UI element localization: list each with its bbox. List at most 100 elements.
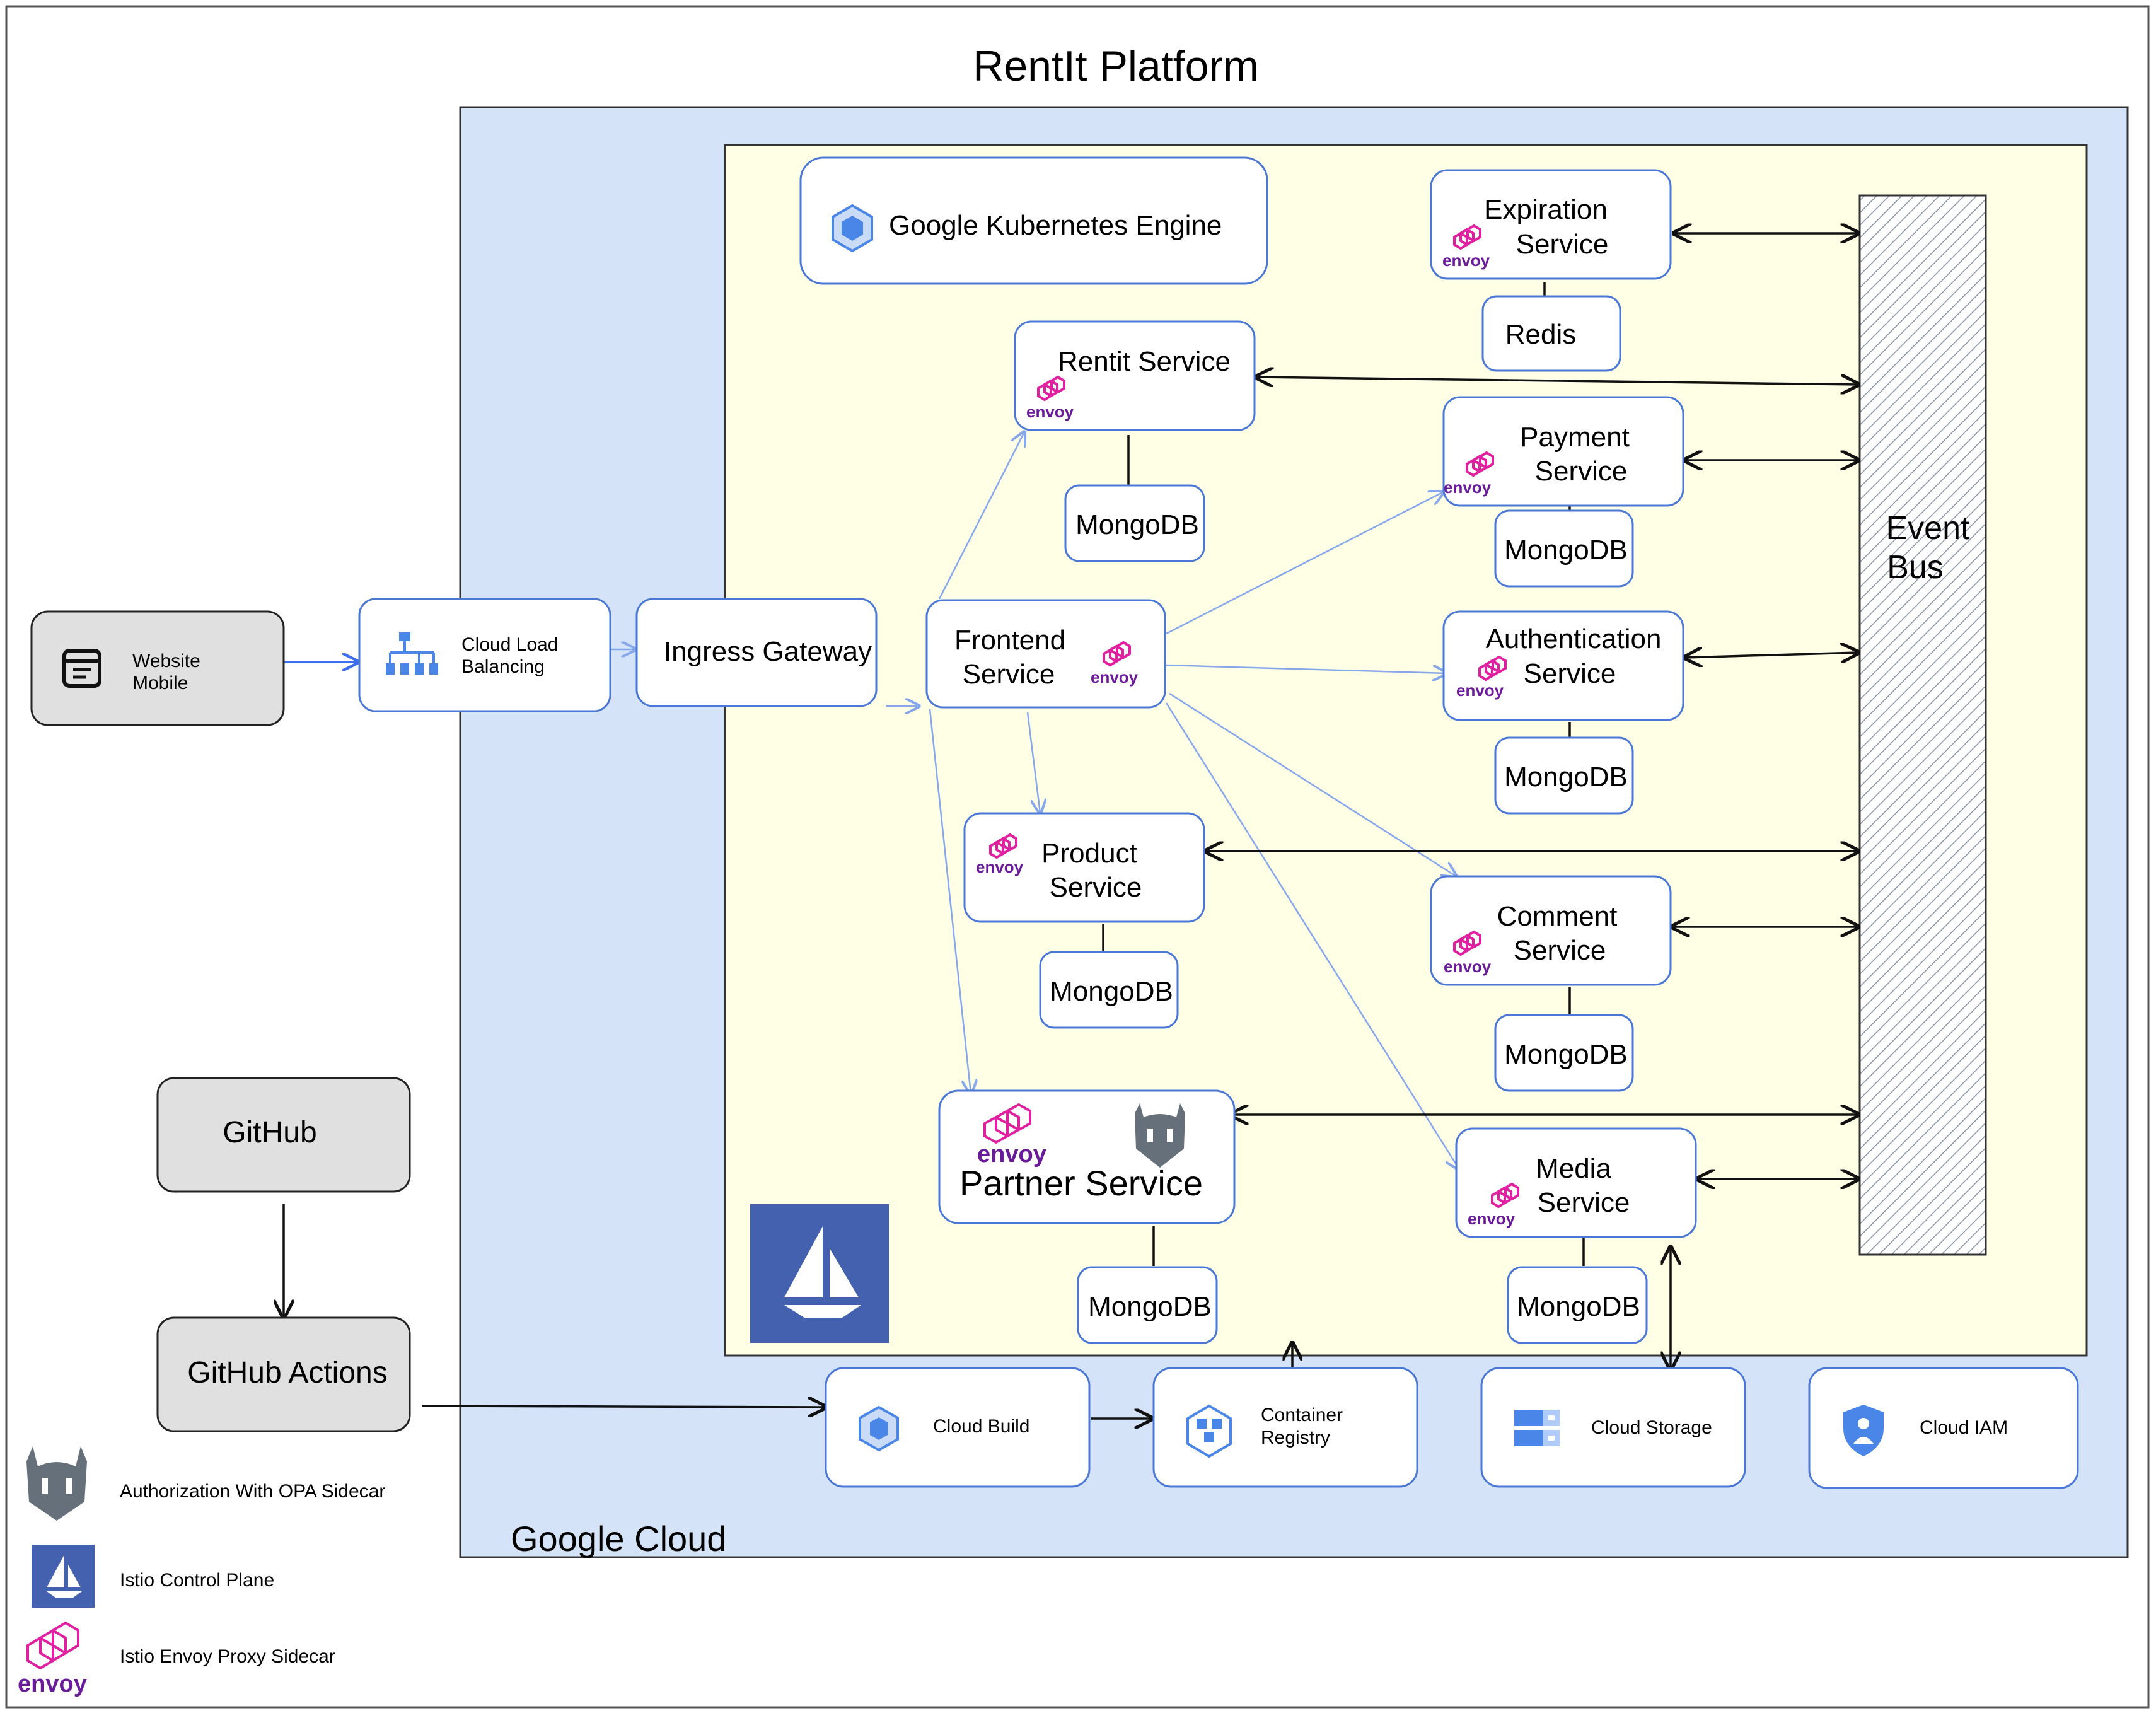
auth-label-line1: Authentication — [1486, 624, 1662, 654]
cloud-storage-node[interactable]: Cloud Storage — [1480, 1367, 1746, 1488]
gke-node[interactable]: Google Kubernetes Engine — [799, 156, 1268, 285]
cloud-iam-label: Cloud IAM — [1920, 1417, 2008, 1438]
edge-frontend-product — [1026, 712, 1040, 813]
mongodb-label: MongoDB — [1075, 509, 1199, 540]
mongodb-box[interactable] — [1039, 951, 1179, 1029]
redis-label: Redis — [1505, 319, 1577, 350]
container-registry-label-line1: Container — [1261, 1405, 1343, 1425]
mongodb-label: MongoDB — [1504, 762, 1628, 792]
auth-db-node[interactable]: MongoDB — [1494, 736, 1634, 815]
expiration-service-box[interactable] — [1430, 169, 1672, 280]
ingress-gateway-box[interactable] — [635, 598, 878, 707]
partner-service-node[interactable]: envoy Partner Service — [938, 1089, 1236, 1224]
cloud-storage-icon — [1514, 1410, 1560, 1446]
auth-label-line2: Service — [1524, 658, 1616, 689]
envoy-text: envoy — [18, 1671, 87, 1697]
rentit-service-box[interactable] — [1014, 320, 1256, 431]
authentication-service-box[interactable] — [1442, 610, 1684, 721]
istio-icon — [32, 1545, 95, 1608]
event-bus — [1858, 194, 1987, 1256]
container-registry-node[interactable]: Container Registry — [1152, 1367, 1418, 1488]
media-label-line2: Service — [1538, 1187, 1630, 1218]
edge-frontend-payment — [1166, 492, 1444, 635]
bus-edges — [284, 233, 1858, 1419]
cloud-iam-box[interactable] — [1808, 1367, 2079, 1489]
comment-service-box[interactable] — [1430, 875, 1672, 986]
mongodb-box[interactable] — [1494, 1014, 1634, 1092]
edge-frontend-rentit — [938, 432, 1024, 600]
ingress-gateway-node[interactable]: Ingress Gateway — [635, 598, 878, 707]
payment-service-node[interactable]: envoy Payment Service — [1442, 396, 1684, 507]
container-registry-label-line2: Registry — [1261, 1427, 1330, 1448]
github-node[interactable]: GitHub — [156, 1077, 411, 1193]
edge-frontend-media — [1165, 702, 1459, 1170]
mongodb-box[interactable] — [1077, 1266, 1218, 1344]
client-label-line2: Mobile — [132, 673, 188, 694]
payment-service-box[interactable] — [1442, 396, 1684, 507]
comment-service-node[interactable]: envoy Comment Service — [1430, 875, 1672, 986]
load-balancer-box[interactable] — [358, 598, 611, 712]
mongodb-box[interactable] — [1494, 509, 1634, 588]
mongodb-box[interactable] — [1507, 1266, 1648, 1344]
cloud-iam-icon — [1843, 1405, 1884, 1456]
product-label-line2: Service — [1050, 872, 1142, 903]
partner-db-node[interactable]: MongoDB — [1077, 1266, 1218, 1344]
media-label-line1: Media — [1536, 1153, 1611, 1184]
github-actions-node[interactable]: GitHub Actions — [156, 1316, 411, 1432]
envoy-text: envoy — [1456, 681, 1504, 700]
mongodb-box[interactable] — [1064, 484, 1205, 562]
diagram-title: RentIt Platform — [973, 42, 1259, 90]
load-balancer-node[interactable]: Cloud Load Balancing — [358, 598, 611, 712]
rentit-db-node[interactable]: MongoDB — [1064, 484, 1205, 562]
istio-icon — [750, 1204, 889, 1343]
gke-box[interactable] — [799, 156, 1268, 285]
redis-node[interactable]: Redis — [1481, 295, 1621, 372]
envoy-icon — [983, 1103, 1031, 1144]
cloud-build-label: Cloud Build — [933, 1416, 1029, 1437]
edge-auth-bus — [1684, 653, 1858, 658]
authentication-service-node[interactable]: envoy Authentication Service — [1442, 610, 1684, 721]
rentit-label: Rentit Service — [1058, 346, 1231, 377]
edge-frontend-partner — [929, 709, 971, 1094]
client-box[interactable] — [30, 610, 285, 726]
cloud-iam-node[interactable]: Cloud IAM — [1808, 1367, 2079, 1489]
frontend-service-node[interactable]: envoy Frontend Service — [925, 599, 1166, 709]
product-db-node[interactable]: MongoDB — [1039, 951, 1179, 1029]
expiration-service-node[interactable]: envoy Expiration Service — [1430, 169, 1672, 280]
rentit-service-node[interactable]: envoy Rentit Service — [1014, 320, 1256, 431]
product-service-node[interactable]: envoy Product Service — [963, 812, 1205, 923]
product-service-box[interactable] — [963, 812, 1205, 923]
edge-rentit-bus — [1256, 377, 1858, 385]
container-registry-box[interactable] — [1152, 1367, 1418, 1488]
client-node[interactable]: Website Mobile — [30, 610, 285, 726]
google-cloud-label: Google Cloud — [511, 1519, 726, 1558]
comment-label-line2: Service — [1514, 935, 1606, 966]
load-balancer-label-line2: Balancing — [461, 656, 545, 677]
media-db-node[interactable]: MongoDB — [1507, 1266, 1648, 1344]
frontend-service-box[interactable] — [925, 599, 1166, 709]
cloud-storage-label: Cloud Storage — [1591, 1417, 1712, 1438]
cloud-storage-box[interactable] — [1480, 1367, 1746, 1488]
cloud-build-node[interactable]: Cloud Build — [825, 1367, 1091, 1488]
media-service-node[interactable]: envoy Media Service — [1455, 1127, 1697, 1238]
redis-box[interactable] — [1481, 295, 1621, 372]
github-actions-box[interactable] — [156, 1316, 411, 1432]
event-bus-label-line1: Event — [1886, 510, 1971, 547]
envoy-text: envoy — [1468, 1209, 1516, 1228]
cloud-build-box[interactable] — [825, 1367, 1091, 1488]
media-service-box[interactable] — [1455, 1127, 1697, 1238]
github-box[interactable] — [156, 1077, 411, 1193]
mongodb-label: MongoDB — [1504, 1039, 1628, 1070]
cloud-build-icon — [859, 1405, 899, 1452]
payment-db-node[interactable]: MongoDB — [1494, 509, 1634, 588]
mongodb-label: MongoDB — [1050, 976, 1173, 1007]
envoy-text: envoy — [977, 1141, 1046, 1168]
browser-icon — [62, 649, 101, 688]
comment-label-line1: Comment — [1497, 901, 1618, 932]
comment-db-node[interactable]: MongoDB — [1494, 1014, 1634, 1092]
client-label-line1: Website — [132, 651, 200, 671]
event-bus-label-line2: Bus — [1887, 549, 1944, 586]
mongodb-box[interactable] — [1494, 736, 1634, 815]
